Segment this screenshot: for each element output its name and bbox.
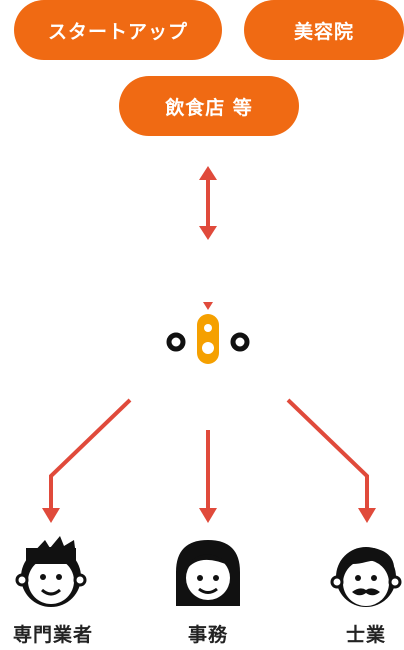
arrow-to-specialist bbox=[42, 398, 132, 523]
man-spiky-hair-icon bbox=[15, 536, 87, 607]
client-pill-startup: スタートアップ bbox=[14, 0, 222, 60]
role-label-specialist: 専門業者 bbox=[12, 624, 93, 646]
client-pill-restaurant: 飲食店 等 bbox=[119, 76, 299, 136]
arrow-to-office bbox=[199, 430, 217, 523]
bidirectional-arrow bbox=[199, 166, 217, 240]
arrow-to-licensed-professional bbox=[286, 398, 376, 523]
client-pill-salon: 美容院 bbox=[244, 0, 404, 60]
man-mustache-icon bbox=[330, 547, 402, 607]
woman-icon bbox=[176, 540, 240, 606]
role-label-office: 事務 bbox=[187, 624, 228, 646]
role-label-licensed-professional: 士業 bbox=[345, 624, 386, 646]
obo-logo bbox=[166, 302, 250, 364]
